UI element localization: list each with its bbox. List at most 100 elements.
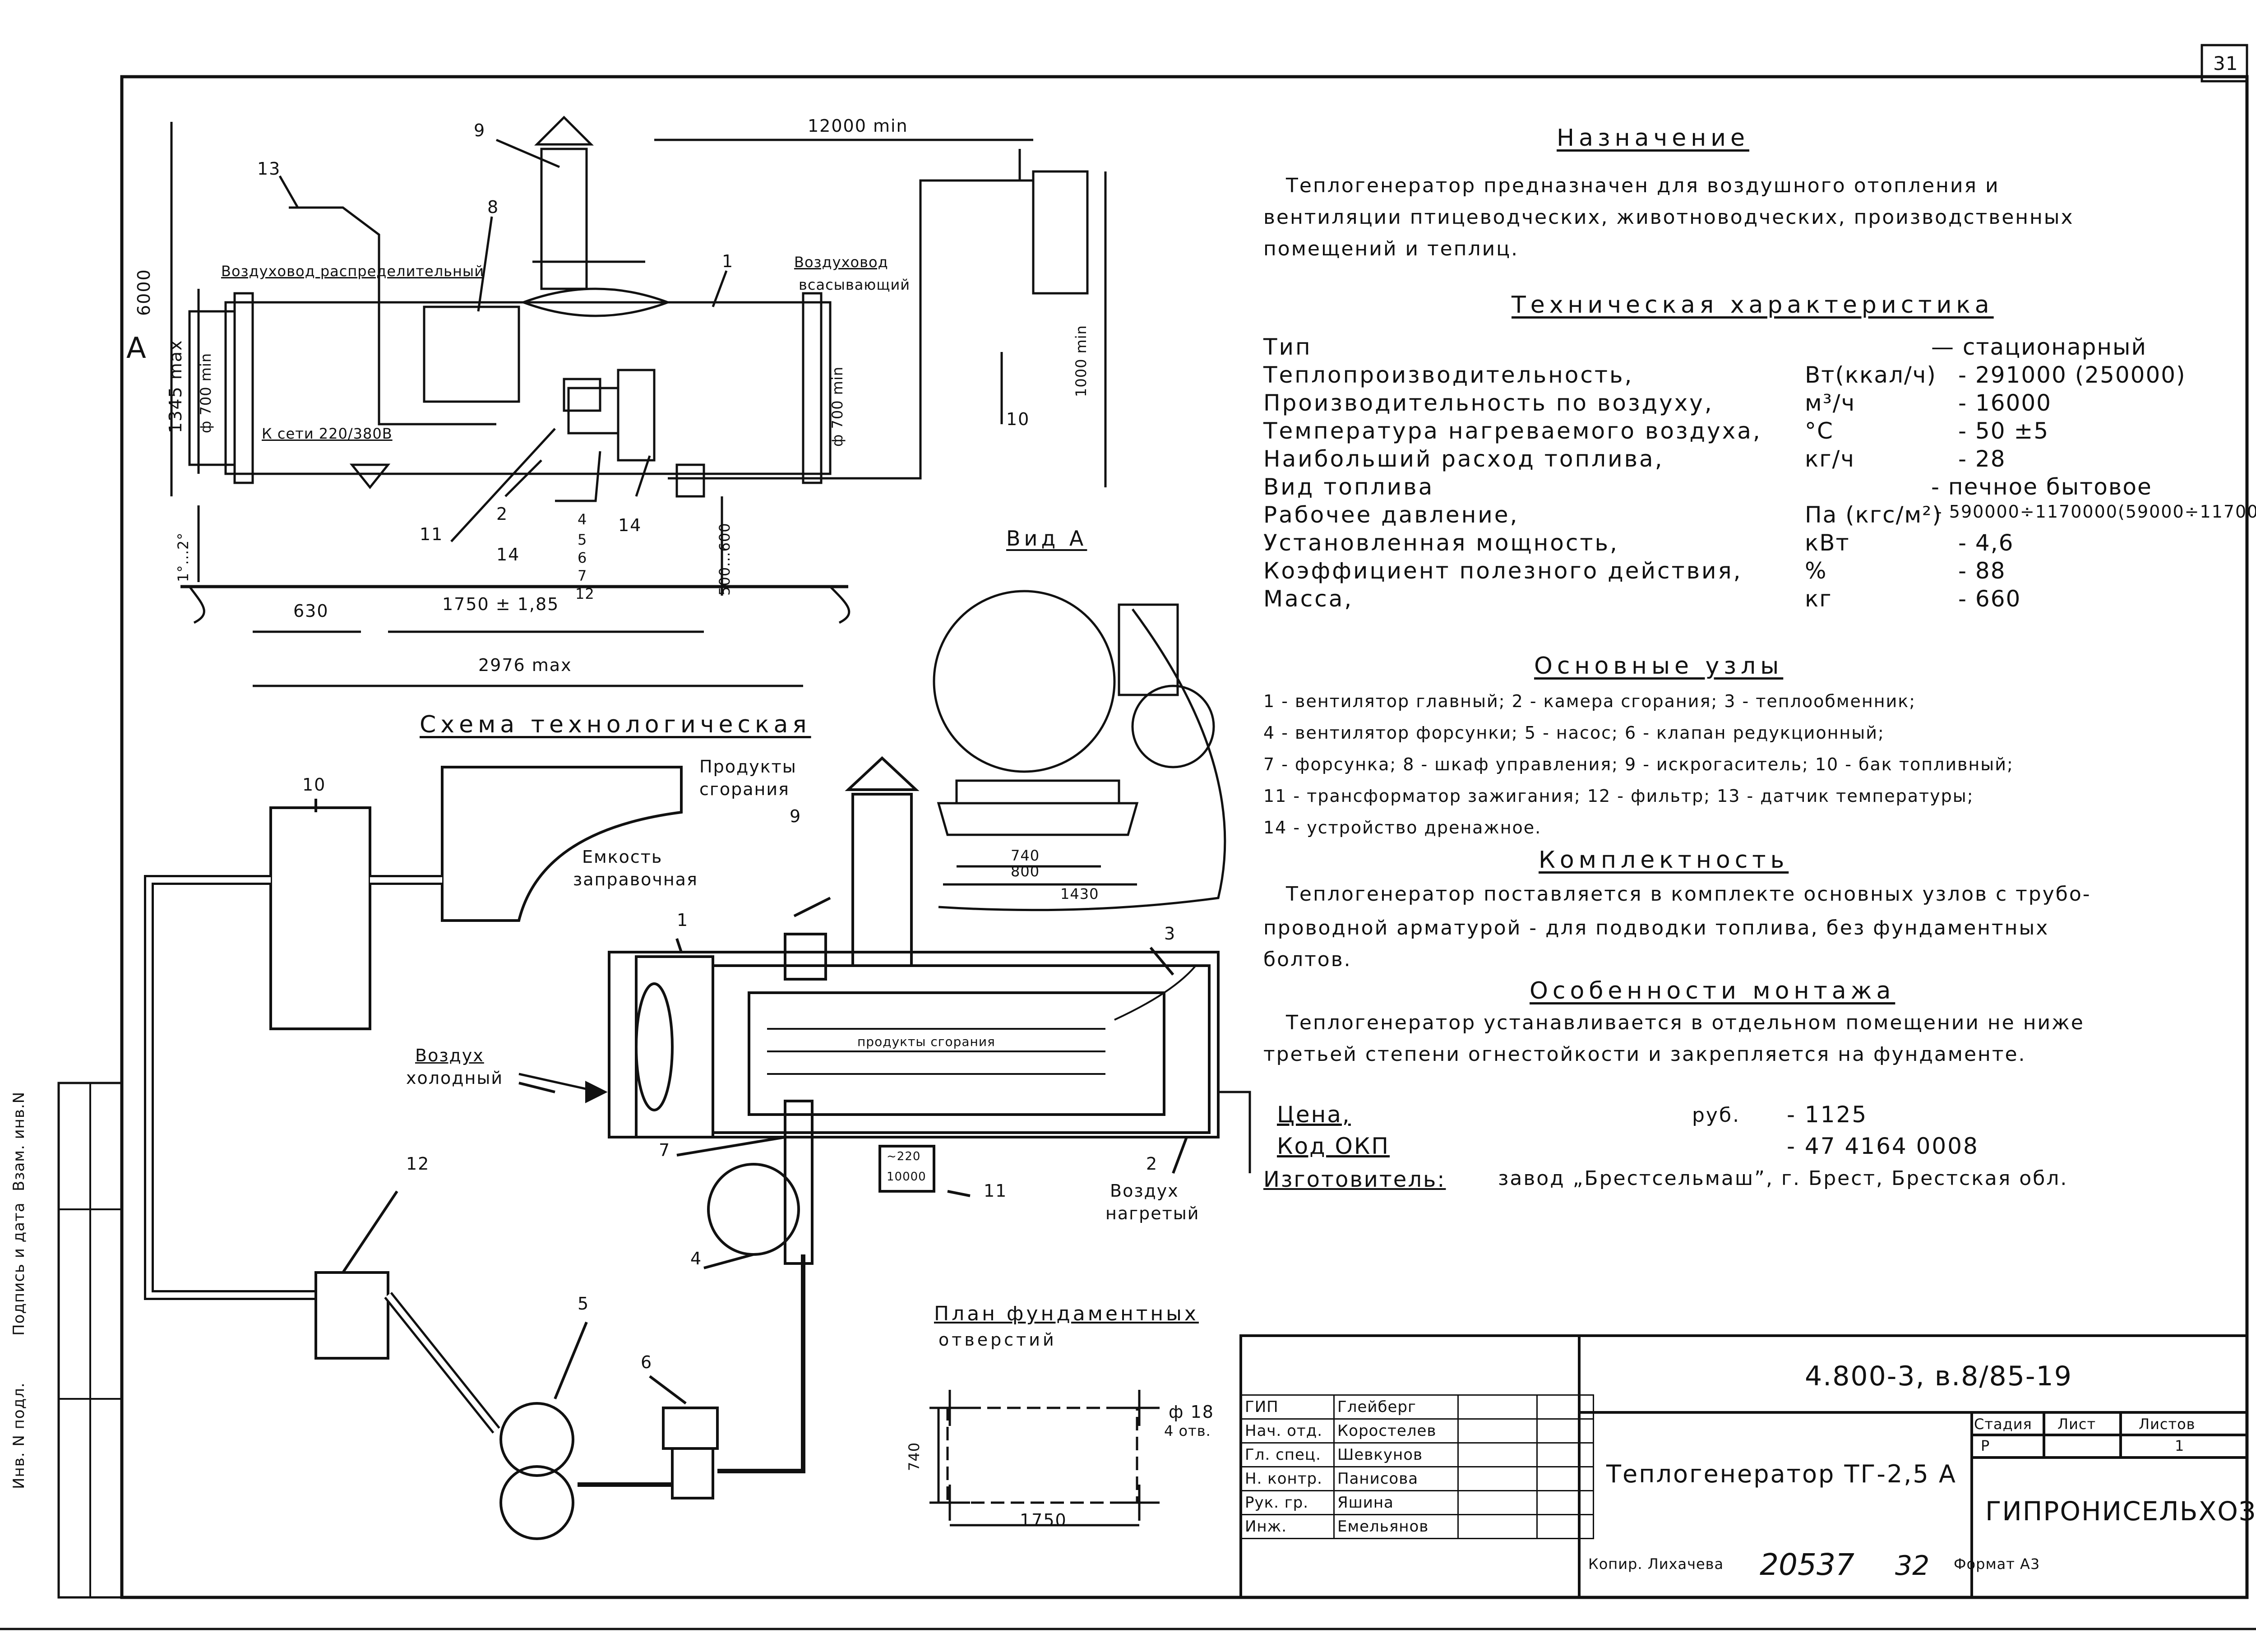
tech-row-name: Рабочее давление, bbox=[1263, 502, 1519, 528]
person-name: Коростелев bbox=[1333, 1418, 1459, 1444]
complete-title: Комплектность bbox=[1539, 847, 1789, 874]
sheet-frame bbox=[120, 75, 2249, 1599]
callout-2: 2 bbox=[496, 504, 509, 524]
callout-8: 8 bbox=[487, 197, 499, 217]
title-block-person-row: Гл. спец.Шевкунов bbox=[1241, 1442, 1594, 1467]
purpose-line-2: вентиляции птицеводческих, животноводчес… bbox=[1263, 206, 2074, 229]
side-label-inv: Инв. N подл. bbox=[10, 1382, 28, 1489]
dim-700-right: ф 700 min bbox=[829, 366, 846, 447]
title-block-frame bbox=[1239, 1334, 2248, 1599]
tech-row-value: - 660 bbox=[1958, 586, 2021, 612]
person-date bbox=[1536, 1418, 1594, 1444]
title-block-sheets-header: Листов bbox=[2139, 1416, 2196, 1433]
scheme-air-cold-1: Воздух bbox=[415, 1046, 484, 1065]
callout-7: 7 bbox=[578, 567, 587, 584]
person-role: ГИП bbox=[1241, 1394, 1335, 1420]
foundation-dim-1750: 1750 bbox=[1020, 1510, 1067, 1530]
scheme-products-2: сгорания bbox=[699, 779, 790, 799]
side-label-sign: Подпись и дата bbox=[10, 1202, 28, 1336]
scheme-inner-label: продукты сгорания bbox=[857, 1034, 995, 1049]
duct-distribution-label: Воздуховод распределительный bbox=[221, 263, 484, 280]
duct-suction-label-2: всасывающий bbox=[799, 276, 911, 293]
tech-row-name: Наибольший расход топлива, bbox=[1263, 446, 1664, 472]
person-date bbox=[1536, 1490, 1594, 1515]
callout-1: 1 bbox=[722, 251, 734, 271]
foundation-count: 4 отв. bbox=[1164, 1422, 1211, 1439]
view-a-dim-740: 740 bbox=[1011, 847, 1040, 864]
tech-row-name: Вид топлива bbox=[1263, 474, 1434, 500]
nodes-line-2: 4 - вентилятор форсунки; 5 - насос; 6 - … bbox=[1263, 723, 1885, 743]
person-name: Шевкунов bbox=[1333, 1442, 1459, 1467]
title-block-person-row: Рук. гр.Яшина bbox=[1241, 1490, 1594, 1515]
callout-14a: 14 bbox=[496, 545, 520, 565]
purpose-line-1: Теплогенератор предназначен для воздушно… bbox=[1286, 174, 2000, 197]
person-date bbox=[1536, 1514, 1594, 1539]
person-name: Емельянов bbox=[1333, 1514, 1459, 1539]
callout-9: 9 bbox=[474, 120, 486, 140]
callout-4: 4 bbox=[578, 511, 587, 528]
tech-row-name: Температура нагреваемого воздуха, bbox=[1263, 418, 1762, 444]
tech-row-name: Установленная мощность, bbox=[1263, 530, 1619, 556]
person-date bbox=[1536, 1466, 1594, 1491]
view-a-title: Вид А bbox=[1006, 526, 1087, 551]
page-number: 31 bbox=[2213, 52, 2238, 74]
tech-row-unit: % bbox=[1805, 558, 1827, 584]
person-signature bbox=[1457, 1514, 1538, 1539]
view-a-arrow: А bbox=[126, 332, 146, 365]
person-role: Рук. гр. bbox=[1241, 1490, 1335, 1515]
tech-row-value: - 16000 bbox=[1958, 390, 2052, 416]
dim-700-left: ф 700 min bbox=[197, 352, 214, 433]
tech-row-name: Теплопроизводительность, bbox=[1263, 362, 1634, 388]
foundation-title-2: отверстий bbox=[938, 1330, 1057, 1350]
dim-500-600: 500...600 bbox=[716, 523, 733, 596]
callout-5: 5 bbox=[578, 531, 587, 548]
person-role: Нач. отд. bbox=[1241, 1418, 1335, 1444]
nodes-line-5: 14 - устройство дренажное. bbox=[1263, 818, 1542, 838]
foundation-plan bbox=[929, 1390, 1160, 1527]
tech-row-unit: кг bbox=[1805, 586, 1832, 612]
tech-row-value: - печное бытовое bbox=[1931, 474, 2152, 500]
tech-row-unit: °С bbox=[1805, 418, 1834, 444]
person-role: Н. контр. bbox=[1241, 1466, 1335, 1491]
tech-row-name: Производительность по воздуху, bbox=[1263, 390, 1714, 416]
dim-2976: 2976 max bbox=[478, 655, 572, 675]
scheme-callout-2: 2 bbox=[1146, 1154, 1158, 1174]
nodes-line-3: 7 - форсунка; 8 - шкаф управления; 9 - и… bbox=[1263, 754, 2014, 774]
title-block-sheet-header: Лист bbox=[2057, 1416, 2096, 1433]
copier: Копир. Лихачева bbox=[1588, 1555, 1724, 1573]
callout-11: 11 bbox=[420, 524, 444, 544]
complete-line-3: болтов. bbox=[1263, 948, 1352, 971]
person-name: Панисова bbox=[1333, 1466, 1459, 1491]
dim-1750: 1750 ± 1,85 bbox=[442, 594, 559, 614]
power-label: К сети 220/380В bbox=[262, 425, 393, 442]
technological-scheme bbox=[144, 756, 1251, 1540]
tech-row-value: - 88 bbox=[1958, 558, 2006, 584]
okp-label: Код ОКП bbox=[1277, 1133, 1390, 1159]
dim-1000: 1000 min bbox=[1073, 325, 1090, 397]
person-name: Глейберг bbox=[1333, 1394, 1459, 1420]
nodes-title: Основные узлы bbox=[1534, 652, 1784, 680]
elevation-view bbox=[170, 116, 1107, 687]
tech-row-value: — стационарный bbox=[1931, 334, 2147, 360]
scheme-tank-2: заправочная bbox=[573, 870, 698, 889]
scheme-callout-11: 11 bbox=[984, 1181, 1008, 1201]
title-block-sheets: 1 bbox=[2175, 1437, 2185, 1454]
view-a bbox=[933, 590, 1226, 912]
callout-10: 10 bbox=[1006, 409, 1030, 429]
title-block-stage-header: Стадия bbox=[1974, 1416, 2032, 1433]
scheme-title: Схема технологическая bbox=[420, 711, 811, 738]
mounting-title: Особенности монтажа bbox=[1530, 977, 1895, 1004]
view-a-dim-1430: 1430 bbox=[1060, 885, 1099, 902]
view-a-dim-800: 800 bbox=[1011, 863, 1040, 880]
dim-1345: 1345 max bbox=[166, 339, 185, 433]
title-block-org: ГИПРОНИСЕЛЬХОЗ bbox=[1985, 1496, 2256, 1527]
person-signature bbox=[1457, 1466, 1538, 1491]
tech-row-name: Тип bbox=[1263, 334, 1312, 360]
scheme-callout-10: 10 bbox=[302, 775, 326, 795]
tech-row-unit: Вт(ккал/ч) bbox=[1805, 362, 1937, 388]
maker-label: Изготовитель: bbox=[1263, 1167, 1446, 1192]
person-name: Яшина bbox=[1333, 1490, 1459, 1515]
tech-row-value: - 50 ±5 bbox=[1958, 418, 2049, 444]
